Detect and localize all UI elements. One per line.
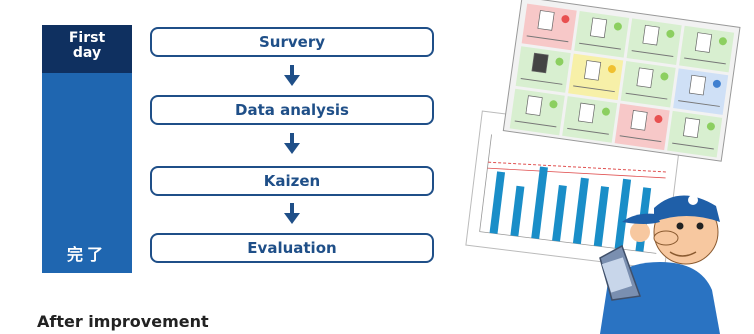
down-arrow-icon — [284, 203, 300, 224]
day-column: First day 完了 — [42, 25, 132, 273]
down-arrow-icon — [284, 65, 300, 86]
section-heading: After improvement — [37, 312, 209, 331]
first-day-label: First day — [68, 30, 106, 61]
step-evaluation: Evaluation — [150, 233, 434, 263]
step-survey: Survery — [150, 27, 434, 57]
down-arrow-icon — [284, 133, 300, 154]
first-day-block — [42, 25, 132, 73]
worker-character — [599, 195, 720, 334]
station-map-sheet — [502, 0, 741, 162]
process-period-block — [42, 73, 132, 273]
step-data-analysis: Data analysis — [150, 95, 434, 125]
end-label: 完了 — [66, 245, 107, 264]
step-kaizen: Kaizen — [150, 166, 434, 196]
improvement-illustration — [465, 0, 741, 334]
chart-sheet — [465, 110, 682, 271]
